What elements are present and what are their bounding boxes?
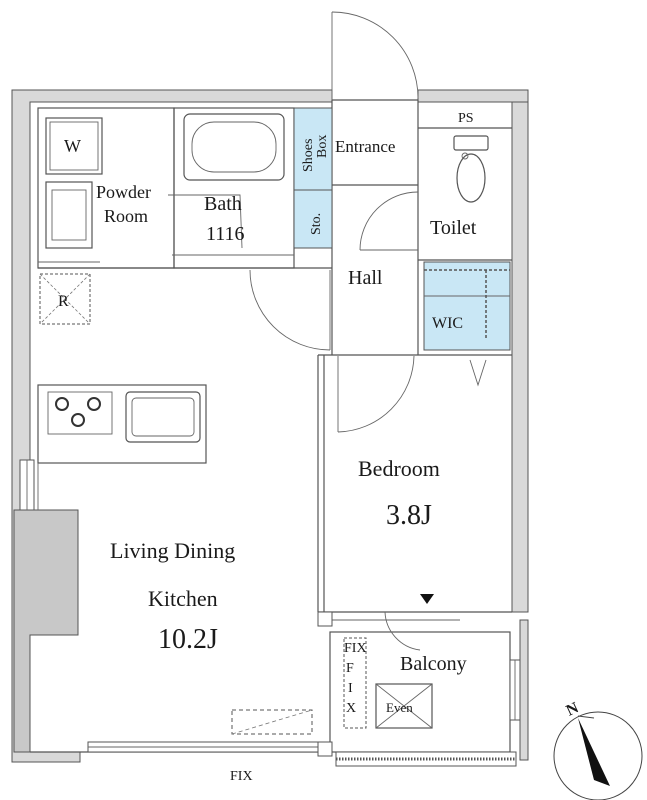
ldk-label-2: Kitchen xyxy=(148,586,218,611)
water-heater xyxy=(375,683,433,729)
kitchen-sink xyxy=(125,391,201,443)
wic-area xyxy=(423,261,511,351)
bathtub xyxy=(183,113,285,181)
storage-closet xyxy=(293,189,333,249)
fix-bottom-label: FIX xyxy=(230,769,253,784)
ldk-label-1: Living Dining xyxy=(110,538,235,563)
fridge-label: R xyxy=(58,293,69,310)
fix-vertical-i: I xyxy=(348,681,353,696)
washer xyxy=(45,117,103,175)
even-label: Even xyxy=(386,700,413,715)
ps-label: PS xyxy=(458,111,474,126)
washer-label: W xyxy=(64,136,81,156)
fridge-space xyxy=(39,273,91,325)
storage-dashed xyxy=(231,709,313,735)
hall-label: Hall xyxy=(348,267,383,289)
bedroom-size-label: 3.8J xyxy=(386,500,432,531)
vanity-sink xyxy=(45,181,93,249)
compass-needle-icon xyxy=(578,718,610,786)
balcony-label: Balcony xyxy=(400,653,467,675)
door-swings xyxy=(249,11,487,651)
balcony-fix-window xyxy=(343,637,367,729)
fix-vertical-x: X xyxy=(346,701,356,716)
bedroom-arrow xyxy=(420,594,434,604)
ldk-size-label: 10.2J xyxy=(158,624,218,655)
bath-size-label: 1116 xyxy=(206,223,245,245)
shoes-box-label-1: Shoes xyxy=(301,139,316,172)
storage-areas xyxy=(293,107,511,351)
room-labels: Entrance Shoes Box Sto. Powder Room Bath… xyxy=(58,111,582,784)
storage-label: Sto. xyxy=(309,213,324,235)
bath-label: Bath xyxy=(204,193,242,215)
toilet-label: Toilet xyxy=(430,217,477,239)
fix-vertical-f: F xyxy=(346,661,354,676)
bedroom-label: Bedroom xyxy=(358,456,440,481)
fix-window-label: FIX xyxy=(344,641,367,656)
powder-room-label-1: Powder xyxy=(96,182,151,202)
toilet-fixture xyxy=(453,135,489,203)
compass xyxy=(553,711,643,800)
wic-label: WIC xyxy=(432,315,463,332)
stove xyxy=(47,391,113,435)
interior-walls xyxy=(30,99,521,767)
shoes-box-label-2: Box xyxy=(315,135,330,158)
entrance-label: Entrance xyxy=(335,137,395,156)
powder-room-label-2: Room xyxy=(104,206,148,226)
